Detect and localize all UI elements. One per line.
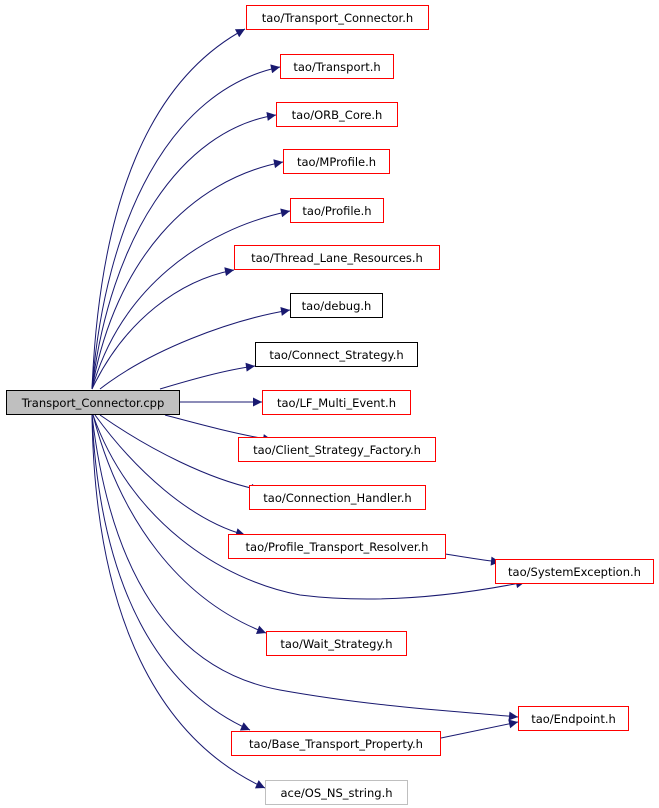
- edge-base-property-to-endpoint-h: [440, 719, 519, 739]
- node-lf-multi-event-h[interactable]: tao/LF_Multi_Event.h: [262, 390, 411, 415]
- node-transport-connector-h[interactable]: tao/Transport_Connector.h: [246, 5, 429, 30]
- edge-to-system-exception-h: [92, 414, 526, 600]
- edge-to-transport-connector-h: [91, 28, 246, 390]
- edge-to-mprofile-h: [91, 159, 284, 390]
- edge-to-thread-lane-resources-h: [91, 267, 235, 390]
- node-debug-h[interactable]: tao/debug.h: [290, 293, 383, 318]
- node-mprofile-h[interactable]: tao/MProfile.h: [283, 149, 390, 174]
- node-thread-lane-resources-h[interactable]: tao/Thread_Lane_Resources.h: [234, 245, 440, 270]
- edge-to-transport-h: [91, 64, 281, 390]
- edge-to-connect-strategy-h: [159, 362, 256, 390]
- node-wait-strategy-h[interactable]: tao/Wait_Strategy.h: [266, 631, 407, 656]
- edge-to-os-ns-string-h: [91, 414, 266, 789]
- edge-to-profile-h: [91, 208, 291, 390]
- edge-to-connection-handler-h: [99, 414, 261, 493]
- edge-to-endpoint-h: [91, 414, 519, 721]
- node-profile-h[interactable]: tao/Profile.h: [290, 198, 384, 223]
- node-profile-transport-resolver-h[interactable]: tao/Profile_Transport_Resolver.h: [228, 534, 446, 559]
- edge-resolver-to-system-exception-h: [444, 553, 501, 566]
- edge-to-base-transport-property-h: [91, 414, 251, 731]
- node-transport-h[interactable]: tao/Transport.h: [280, 54, 394, 79]
- edge-to-debug-h: [99, 307, 291, 390]
- edge-to-orb-core-h: [91, 111, 277, 390]
- node-connection-handler-h[interactable]: tao/Connection_Handler.h: [249, 485, 426, 510]
- node-connect-strategy-h[interactable]: tao/Connect_Strategy.h: [255, 342, 418, 367]
- edge-to-profile-transport-resolver-h: [94, 414, 246, 537]
- node-base-transport-property-h[interactable]: tao/Base_Transport_Property.h: [231, 731, 441, 756]
- edge-to-wait-strategy-h: [92, 414, 267, 634]
- node-orb-core-h[interactable]: tao/ORB_Core.h: [276, 102, 398, 127]
- node-client-strategy-factory-h[interactable]: tao/Client_Strategy_Factory.h: [238, 437, 436, 462]
- node-transport-connector-cpp: Transport_Connector.cpp: [6, 390, 180, 415]
- node-system-exception-h[interactable]: tao/SystemException.h: [495, 559, 654, 584]
- node-os-ns-string-h[interactable]: ace/OS_NS_string.h: [265, 780, 408, 805]
- node-endpoint-h[interactable]: tao/Endpoint.h: [518, 706, 629, 731]
